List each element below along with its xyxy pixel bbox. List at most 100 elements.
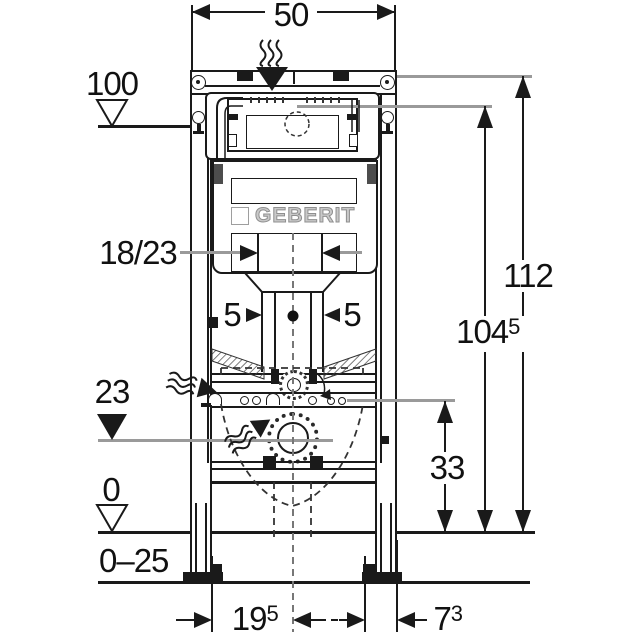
foot-pad (362, 572, 402, 583)
bottom-ext-line (364, 556, 366, 632)
dim-top-width: 50 (265, 0, 317, 31)
actuation-height-ref-line (297, 105, 492, 108)
unit-clip-right (349, 134, 358, 147)
flush-bend-line-left (257, 233, 259, 272)
toilet-bowl-outline (220, 367, 364, 538)
valve-tee (229, 114, 238, 120)
flush-pipe-inner-right (310, 292, 312, 372)
dim-actuation-main: 104 (456, 313, 509, 350)
total-height-dim-line (522, 76, 524, 534)
right-rail-inner-line (380, 95, 382, 463)
screw-icon (191, 75, 206, 90)
dim-total-height: 112 (498, 259, 558, 292)
wall-anchor-base (193, 131, 204, 134)
leg-tube-line (205, 503, 207, 573)
flush-elbow-fitting (279, 370, 309, 400)
meter-level-line (98, 125, 190, 128)
unit-clip-left (228, 134, 237, 147)
top-ext-line (191, 5, 193, 70)
floor-level-triangle (95, 504, 129, 534)
flush-flow-icon (165, 371, 217, 398)
flush-flow-tick (201, 403, 211, 407)
cistern-funnel (244, 272, 341, 293)
support-height-ref-line (347, 399, 455, 402)
cistern-panel-upper (231, 178, 357, 204)
dim-depth-options: 18/23 (99, 234, 178, 271)
total-height-ref-line (397, 75, 532, 78)
dim-foot-offset: 195 (226, 600, 284, 639)
actuation-rod-circle (284, 111, 310, 137)
fitting-bracket (271, 369, 279, 384)
water-supply-icon (256, 39, 288, 91)
flush-pipe-inner-left (274, 292, 276, 372)
bottom-dim-tail (339, 619, 347, 621)
dim-support-height: 33 (423, 451, 471, 484)
flush-elbow-inner (287, 378, 301, 392)
dim-floor-range: 0–25 (99, 542, 169, 579)
foot-step (363, 564, 375, 573)
dim-floor-zero: 0 (102, 471, 120, 508)
foot-pad (183, 572, 223, 583)
fixing-hole (338, 397, 346, 405)
flush-plate-tab-left (237, 72, 253, 81)
top-ext-line (394, 5, 396, 70)
dimension-arrowheads (192, 4, 531, 628)
dim-actuation-sup: 5 (508, 314, 520, 339)
screw-icon (380, 75, 395, 90)
bottom-dim-tail (311, 619, 319, 621)
flush-bend-line-right (321, 233, 323, 272)
top-bar-inner-line (205, 85, 380, 87)
screw-center (196, 80, 200, 84)
wall-anchor-base (382, 131, 393, 134)
screw-center (385, 80, 389, 84)
flush-pipe-outer-right (322, 292, 324, 372)
dim-foot-offset-sup: 5 (266, 601, 279, 626)
bottom-dim-connector (319, 619, 343, 621)
dim-actuation-height: 1045 (451, 313, 525, 352)
flush-pipe-outer-left (261, 292, 263, 372)
left-rail-inner-line (207, 95, 209, 463)
pipe-clamp-icon (208, 393, 222, 405)
dim-foot-width: 73 (425, 601, 471, 639)
meter-level-triangle (95, 99, 129, 129)
dim-outlet-height: 23 (94, 373, 131, 410)
rail-fixing-block (207, 317, 218, 328)
bottom-ext-line (211, 556, 213, 632)
dim-foot-offset-main: 19 (231, 600, 268, 637)
wall-anchor-stem (386, 124, 390, 132)
cistern-side-bracket (214, 164, 223, 184)
bottom-dim-tail (415, 619, 427, 621)
center-reference-dot (287, 310, 299, 322)
flush-plate-tab-right (333, 72, 349, 81)
dim-foot-width-sup: 3 (450, 601, 463, 626)
fixing-hole (252, 396, 261, 405)
dim-offset-right: 5 (343, 296, 361, 333)
top-bar-center-tick (293, 72, 295, 84)
outlet-flow-icon (224, 419, 271, 454)
outlet-level-leader (98, 439, 333, 442)
support-wedge-left (211, 348, 265, 380)
depth-leader-right (338, 251, 362, 254)
leg-tube-line (390, 503, 392, 573)
depth-leader-left (180, 251, 240, 254)
dim-meter-mark: 100 (85, 65, 139, 102)
bottom-dim-tail (176, 619, 196, 621)
wall-anchor-icon (192, 111, 205, 124)
logo-square (231, 207, 249, 225)
leg-tube-line (380, 503, 382, 573)
bottom-ext-line (396, 540, 398, 632)
fixing-hole (240, 396, 249, 405)
outlet-level-triangle (97, 414, 127, 440)
finished-floor-line (98, 531, 535, 534)
fixing-hole (327, 397, 335, 405)
fixing-hole (308, 396, 317, 405)
flush-plate-window (246, 115, 339, 149)
center-axis-line (292, 233, 294, 632)
cistern-side-bracket (367, 164, 376, 184)
rotation-arrow-icon (314, 371, 331, 400)
fitting-bracket (309, 369, 317, 384)
leg-tube-line (195, 503, 197, 573)
foot-step (210, 564, 222, 573)
